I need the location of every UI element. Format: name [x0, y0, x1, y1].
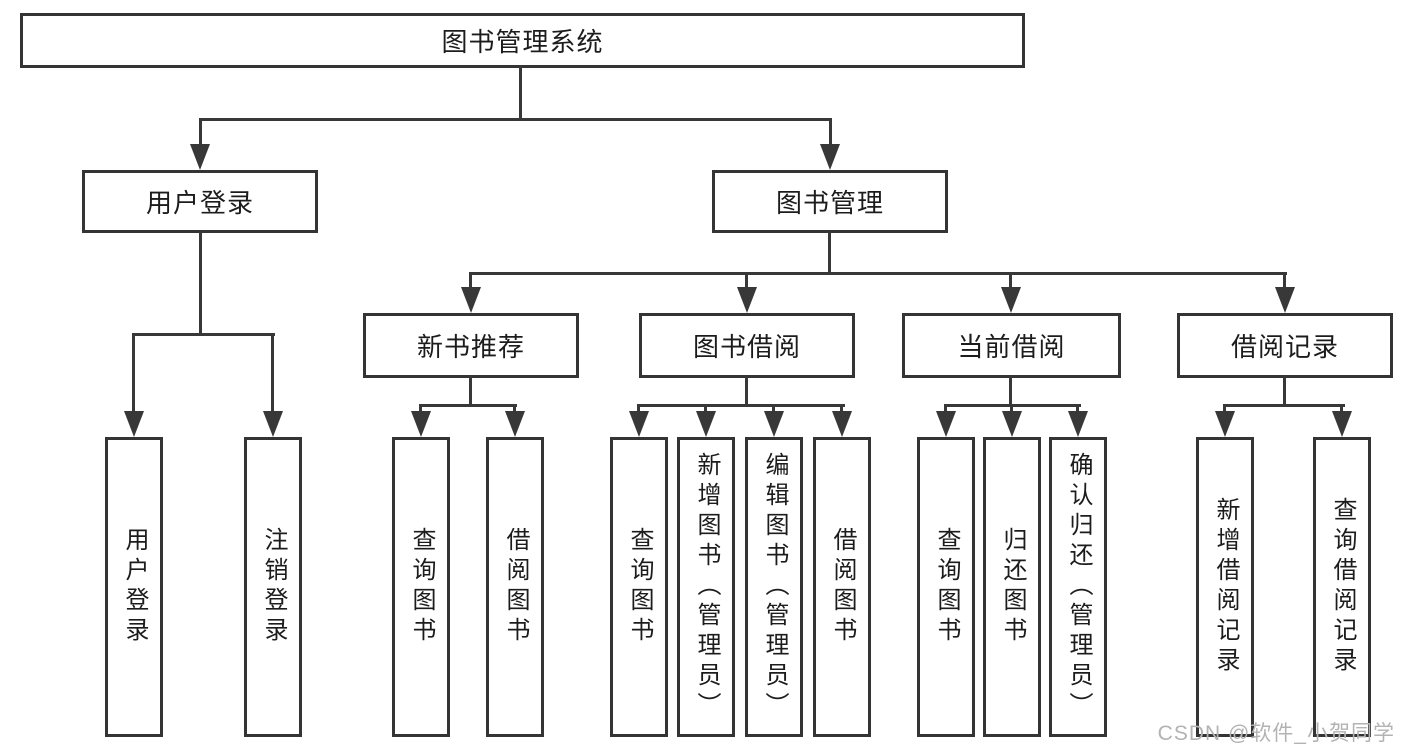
- leaf-edit-book-admin-label: 编辑图书（管理员）: [761, 452, 788, 722]
- arrow-to-leaf-logout-icon: [263, 411, 283, 437]
- arrow-to-borrow-books-2-icon: [832, 411, 852, 437]
- connector-stem-add-record: [1223, 404, 1226, 415]
- leaf-query-books-2: 查询图书: [610, 437, 668, 737]
- connector-stem-new-books: [469, 272, 472, 289]
- leaf-edit-book-admin: 编辑图书（管理员）: [745, 437, 803, 737]
- leaf-query-books-3: 查询图书: [917, 437, 975, 737]
- leaf-borrow-books-2: 借阅图书: [813, 437, 871, 737]
- node-new-books-label: 新书推荐: [416, 332, 525, 362]
- connector-user-login-stem: [199, 231, 202, 335]
- arrow-to-query-books-2-icon: [629, 411, 649, 437]
- leaf-query-books-2-label: 查询图书: [626, 527, 653, 647]
- leaf-confirm-return-admin: 确认归还（管理员）: [1049, 437, 1107, 737]
- arrow-to-current-borrow-icon: [1001, 287, 1021, 313]
- connector-stem-user-login: [199, 118, 202, 146]
- connector-stem-confirm-return: [1076, 404, 1079, 415]
- leaf-query-books-3-label: 查询图书: [933, 527, 960, 647]
- connector-root-stem: [519, 66, 522, 120]
- arrow-to-edit-book-icon: [764, 411, 784, 437]
- connector-current-borrow-stem: [1009, 376, 1012, 407]
- connector-borrow-records-stem: [1283, 376, 1286, 407]
- connector-book-borrow-stem: [745, 376, 748, 407]
- connector-book-borrow-split: [637, 404, 845, 407]
- arrow-to-confirm-return-icon: [1068, 411, 1088, 437]
- leaf-borrow-books-1-label: 借阅图书: [502, 527, 529, 647]
- connector-stem-borrow-records: [1283, 272, 1286, 289]
- node-book-mgmt: 图书管理: [712, 170, 948, 233]
- leaf-query-books-1-label: 查询图书: [408, 527, 435, 647]
- node-current-borrow-label: 当前借阅: [957, 332, 1066, 362]
- leaf-return-books: 归还图书: [983, 437, 1041, 737]
- connector-stem-current-borrow: [1009, 272, 1012, 289]
- node-book-mgmt-label: 图书管理: [775, 188, 884, 218]
- connector-stem-return-books: [1010, 404, 1013, 415]
- connector-new-books-split: [419, 404, 517, 407]
- connector-borrow-records-split: [1223, 404, 1345, 407]
- connector-stem-add-book: [704, 404, 707, 415]
- leaf-borrow-books-2-label: 借阅图书: [829, 527, 856, 647]
- csdn-watermark: CSDN @软件_小贺同学: [1157, 722, 1395, 745]
- arrow-to-query-books-3-icon: [936, 411, 956, 437]
- arrow-to-add-record-icon: [1215, 411, 1235, 437]
- connector-stem-book-borrow: [745, 272, 748, 289]
- leaf-logout: 注销登录: [244, 437, 302, 737]
- leaf-add-book-admin: 新增图书（管理员）: [677, 437, 735, 737]
- arrow-to-leaf-user-login-icon: [124, 411, 144, 437]
- connector-stem-query-books-2: [637, 404, 640, 415]
- connector-stem-leaf-logout: [271, 333, 274, 415]
- node-borrow-records-label: 借阅记录: [1230, 332, 1339, 362]
- arrow-to-borrow-records-icon: [1275, 287, 1295, 313]
- arrow-to-book-borrow-icon: [737, 287, 757, 313]
- leaf-borrow-books-1: 借阅图书: [486, 437, 544, 737]
- connector-stem-leaf-user-login: [132, 333, 135, 415]
- connector-stem-borrow-books-2: [840, 404, 843, 415]
- connector-level2-hline: [199, 118, 831, 121]
- connector-level3-hline: [469, 272, 1287, 275]
- arrow-to-book-mgmt-icon: [820, 144, 840, 170]
- leaf-add-borrow-record-label: 新增借阅记录: [1212, 497, 1239, 677]
- leaf-query-borrow-record: 查询借阅记录: [1313, 437, 1371, 737]
- arrow-to-query-record-icon: [1332, 411, 1352, 437]
- leaf-add-borrow-record: 新增借阅记录: [1196, 437, 1254, 737]
- leaf-logout-label: 注销登录: [260, 527, 287, 647]
- connector-user-login-split: [132, 333, 275, 336]
- leaf-add-book-admin-label: 新增图书（管理员）: [693, 452, 720, 722]
- node-borrow-records: 借阅记录: [1177, 313, 1393, 378]
- node-book-borrow: 图书借阅: [639, 313, 855, 378]
- arrow-to-borrow-books-1-icon: [505, 411, 525, 437]
- arrow-to-add-book-icon: [696, 411, 716, 437]
- node-current-borrow: 当前借阅: [902, 313, 1121, 378]
- connector-stem-book-mgmt: [829, 118, 832, 146]
- node-user-login-label: 用户登录: [145, 188, 254, 218]
- connector-stem-borrow-books-1: [513, 404, 516, 415]
- leaf-confirm-return-admin-label: 确认归还（管理员）: [1065, 452, 1092, 722]
- connector-book-mgmt-stem: [828, 231, 831, 275]
- leaf-user-login-label: 用户登录: [121, 527, 148, 647]
- node-root: 图书管理系统: [20, 13, 1025, 68]
- leaf-query-books-1: 查询图书: [392, 437, 450, 737]
- leaf-query-borrow-record-label: 查询借阅记录: [1329, 497, 1356, 677]
- arrow-to-user-login-icon: [190, 144, 210, 170]
- node-book-borrow-label: 图书借阅: [692, 332, 801, 362]
- node-root-label: 图书管理系统: [441, 27, 604, 57]
- connector-stem-query-record: [1340, 404, 1343, 415]
- node-new-books: 新书推荐: [363, 313, 579, 378]
- connector-new-books-stem: [469, 376, 472, 407]
- connector-stem-edit-book: [772, 404, 775, 415]
- node-user-login: 用户登录: [82, 170, 318, 233]
- leaf-return-books-label: 归还图书: [999, 527, 1026, 647]
- arrow-to-query-books-1-icon: [411, 411, 431, 437]
- connector-stem-query-books-1: [419, 404, 422, 415]
- arrow-to-return-books-icon: [1002, 411, 1022, 437]
- connector-stem-query-books-3: [944, 404, 947, 415]
- arrow-to-new-books-icon: [461, 287, 481, 313]
- leaf-user-login: 用户登录: [105, 437, 163, 737]
